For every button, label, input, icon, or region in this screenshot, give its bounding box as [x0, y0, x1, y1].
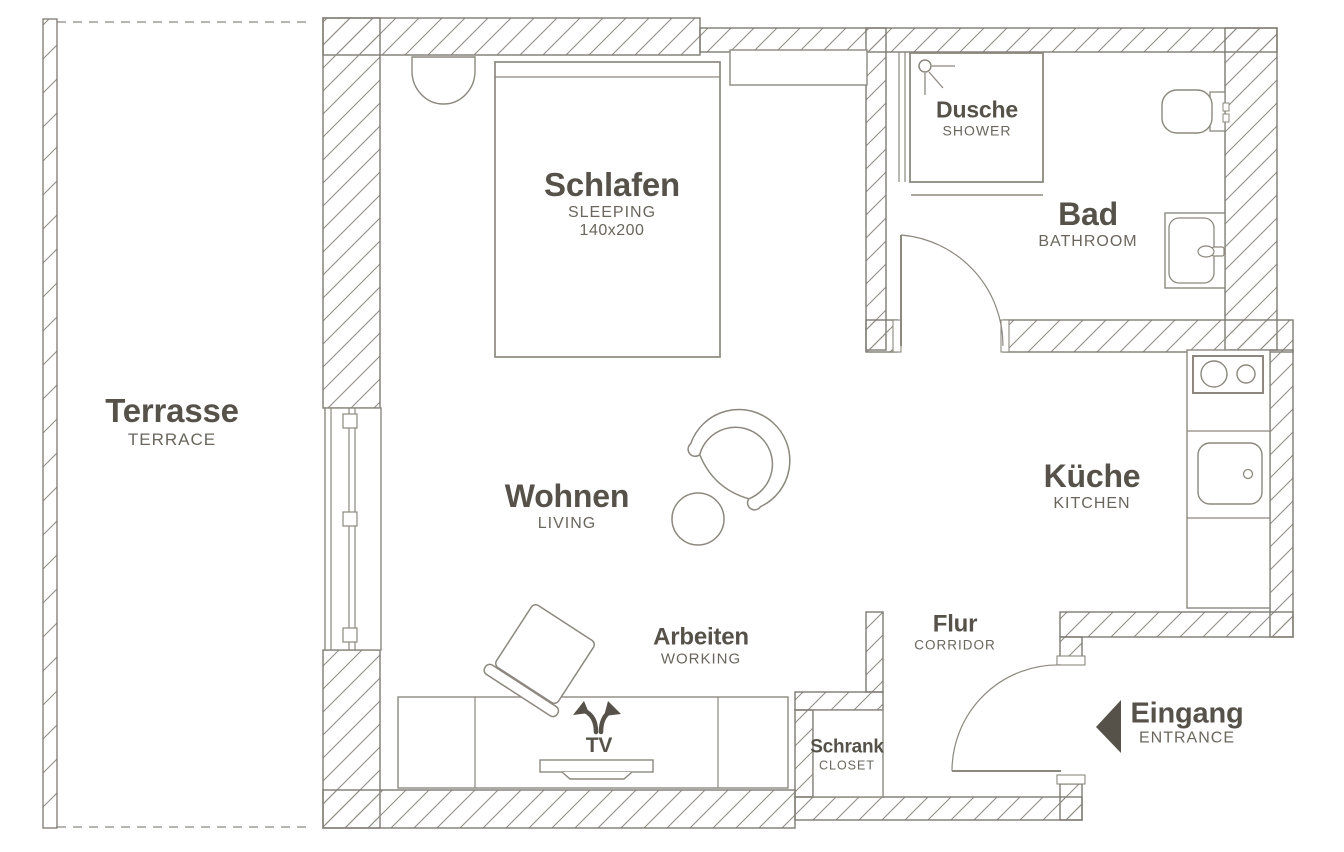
room-label-wohnen: Wohnen LIVING: [504, 477, 630, 532]
terrasse-title: Terrasse: [105, 391, 239, 429]
wall-kitchen-right: [1269, 349, 1294, 638]
terrace-window: [324, 407, 382, 651]
arbeiten-title: Arbeiten: [653, 623, 749, 651]
tv-label-text: TV: [585, 733, 613, 757]
room-label-flur: Flur CORRIDOR: [914, 611, 996, 652]
bed: [494, 61, 721, 358]
desk-chair: [483, 603, 596, 718]
wall-top-left: [322, 17, 701, 56]
room-label-kueche: Küche KITCHEN: [1043, 457, 1141, 512]
wardrobe-shelf: [729, 49, 868, 86]
dusche-title: Dusche: [936, 96, 1018, 123]
cooktop-burner-large: [1200, 360, 1228, 388]
wall-divider-bathroom: [865, 27, 887, 351]
entrance-door-opening: [1059, 664, 1083, 776]
tv-screen: [539, 759, 654, 773]
schrank-title: Schrank: [810, 736, 884, 758]
bathroom-door-swing-arc: [900, 234, 1004, 347]
wall-left-upper: [322, 17, 381, 409]
bathroom-door: [892, 234, 1010, 353]
wall-top-right: [699, 27, 1278, 53]
bed-outline: [494, 61, 721, 358]
wall-corridor-bottom: [794, 796, 1083, 821]
room-label-arbeiten: Arbeiten WORKING: [653, 623, 749, 668]
room-label-dusche: Dusche SHOWER: [936, 96, 1018, 139]
shower-head-icon: [918, 59, 955, 95]
bad-title: Bad: [1058, 195, 1118, 232]
window-handle-top: [342, 413, 358, 429]
entrance-arrow-icon: [1096, 700, 1121, 753]
wall-bottom-living: [322, 789, 796, 829]
toilet: [1161, 89, 1230, 134]
room-label-terrasse: Terrasse TERRACE: [105, 391, 239, 449]
tv-stand: [561, 771, 633, 780]
wall-bathroom-bottom-right: [1002, 319, 1294, 353]
wall-bathroom-right: [1224, 27, 1278, 351]
cooktop-burner-small: [1236, 364, 1256, 384]
kitchen-sink: [1197, 442, 1263, 505]
tv: [539, 759, 654, 780]
side-table: [671, 492, 725, 546]
tv-swivel-arrows-icon: [573, 701, 621, 735]
shower: [898, 52, 1044, 196]
kitchen-sink-tap: [1242, 468, 1254, 480]
window-handle-bottom: [342, 627, 358, 643]
tv-label: TV: [585, 733, 613, 757]
bad-subtitle: BATHROOM: [1038, 232, 1138, 250]
entrance-door-swing-arc: [951, 664, 1062, 772]
room-label-schrank: Schrank CLOSET: [810, 737, 884, 772]
flur-title: Flur: [932, 610, 978, 638]
entrance-door-jamb-bottom: [1056, 774, 1086, 785]
bathroom-door-opening: [898, 319, 1003, 353]
wall-closet-top: [794, 691, 884, 711]
toilet-mount-clip-2: [1222, 113, 1230, 123]
room-label-eingang: Eingang ENTRANCE: [1131, 698, 1244, 747]
shower-tray: [909, 52, 1044, 183]
flur-subtitle: CORRIDOR: [914, 637, 996, 653]
wohnen-subtitle: LIVING: [537, 514, 597, 532]
wall-corridor-stub: [865, 611, 884, 693]
armchair-back: [687, 408, 791, 511]
wohnen-title: Wohnen: [504, 477, 630, 514]
entrance-door: [951, 655, 1086, 785]
closet-box: [812, 709, 884, 798]
window-frame: [324, 407, 382, 651]
bathroom-door-jamb-left: [892, 319, 902, 353]
eingang-title: Eingang: [1130, 697, 1244, 730]
room-label-schlafen: Schlafen SLEEPING 140x200: [544, 165, 680, 240]
arbeiten-subtitle: WORKING: [660, 650, 742, 668]
terrasse-subtitle: TERRACE: [127, 429, 217, 449]
schlafen-subtitle: SLEEPING: [567, 203, 657, 221]
schrank-subtitle: CLOSET: [818, 758, 875, 773]
toilet-mount-clip: [1222, 102, 1230, 112]
bathroom-door-jamb-right: [1000, 319, 1010, 353]
bathroom-sink: [1164, 212, 1226, 289]
schlafen-title: Schlafen: [544, 165, 680, 203]
desk-chair-backrest: [483, 663, 560, 718]
armchair-seat-edge: [699, 454, 749, 500]
kueche-title: Küche: [1043, 457, 1141, 494]
wall-lamp-icon: [411, 56, 476, 105]
bed-size-label: 140x200: [579, 222, 645, 240]
entrance-door-jamb-top: [1056, 655, 1086, 666]
room-label-bad: Bad BATHROOM: [1038, 195, 1138, 250]
desk-chair-seat: [494, 603, 596, 705]
window-handle-middle: [342, 511, 358, 527]
toilet-bowl: [1161, 89, 1213, 134]
armchair: [687, 408, 791, 511]
kueche-subtitle: KITCHEN: [1053, 494, 1131, 512]
dusche-subtitle: SHOWER: [942, 122, 1012, 139]
wall-kitchen-bottom: [1059, 611, 1294, 638]
sink-tap: [1197, 245, 1215, 258]
eingang-subtitle: ENTRANCE: [1138, 729, 1235, 747]
terrace-wall: [42, 18, 58, 829]
kitchen-counter: [1186, 349, 1271, 609]
